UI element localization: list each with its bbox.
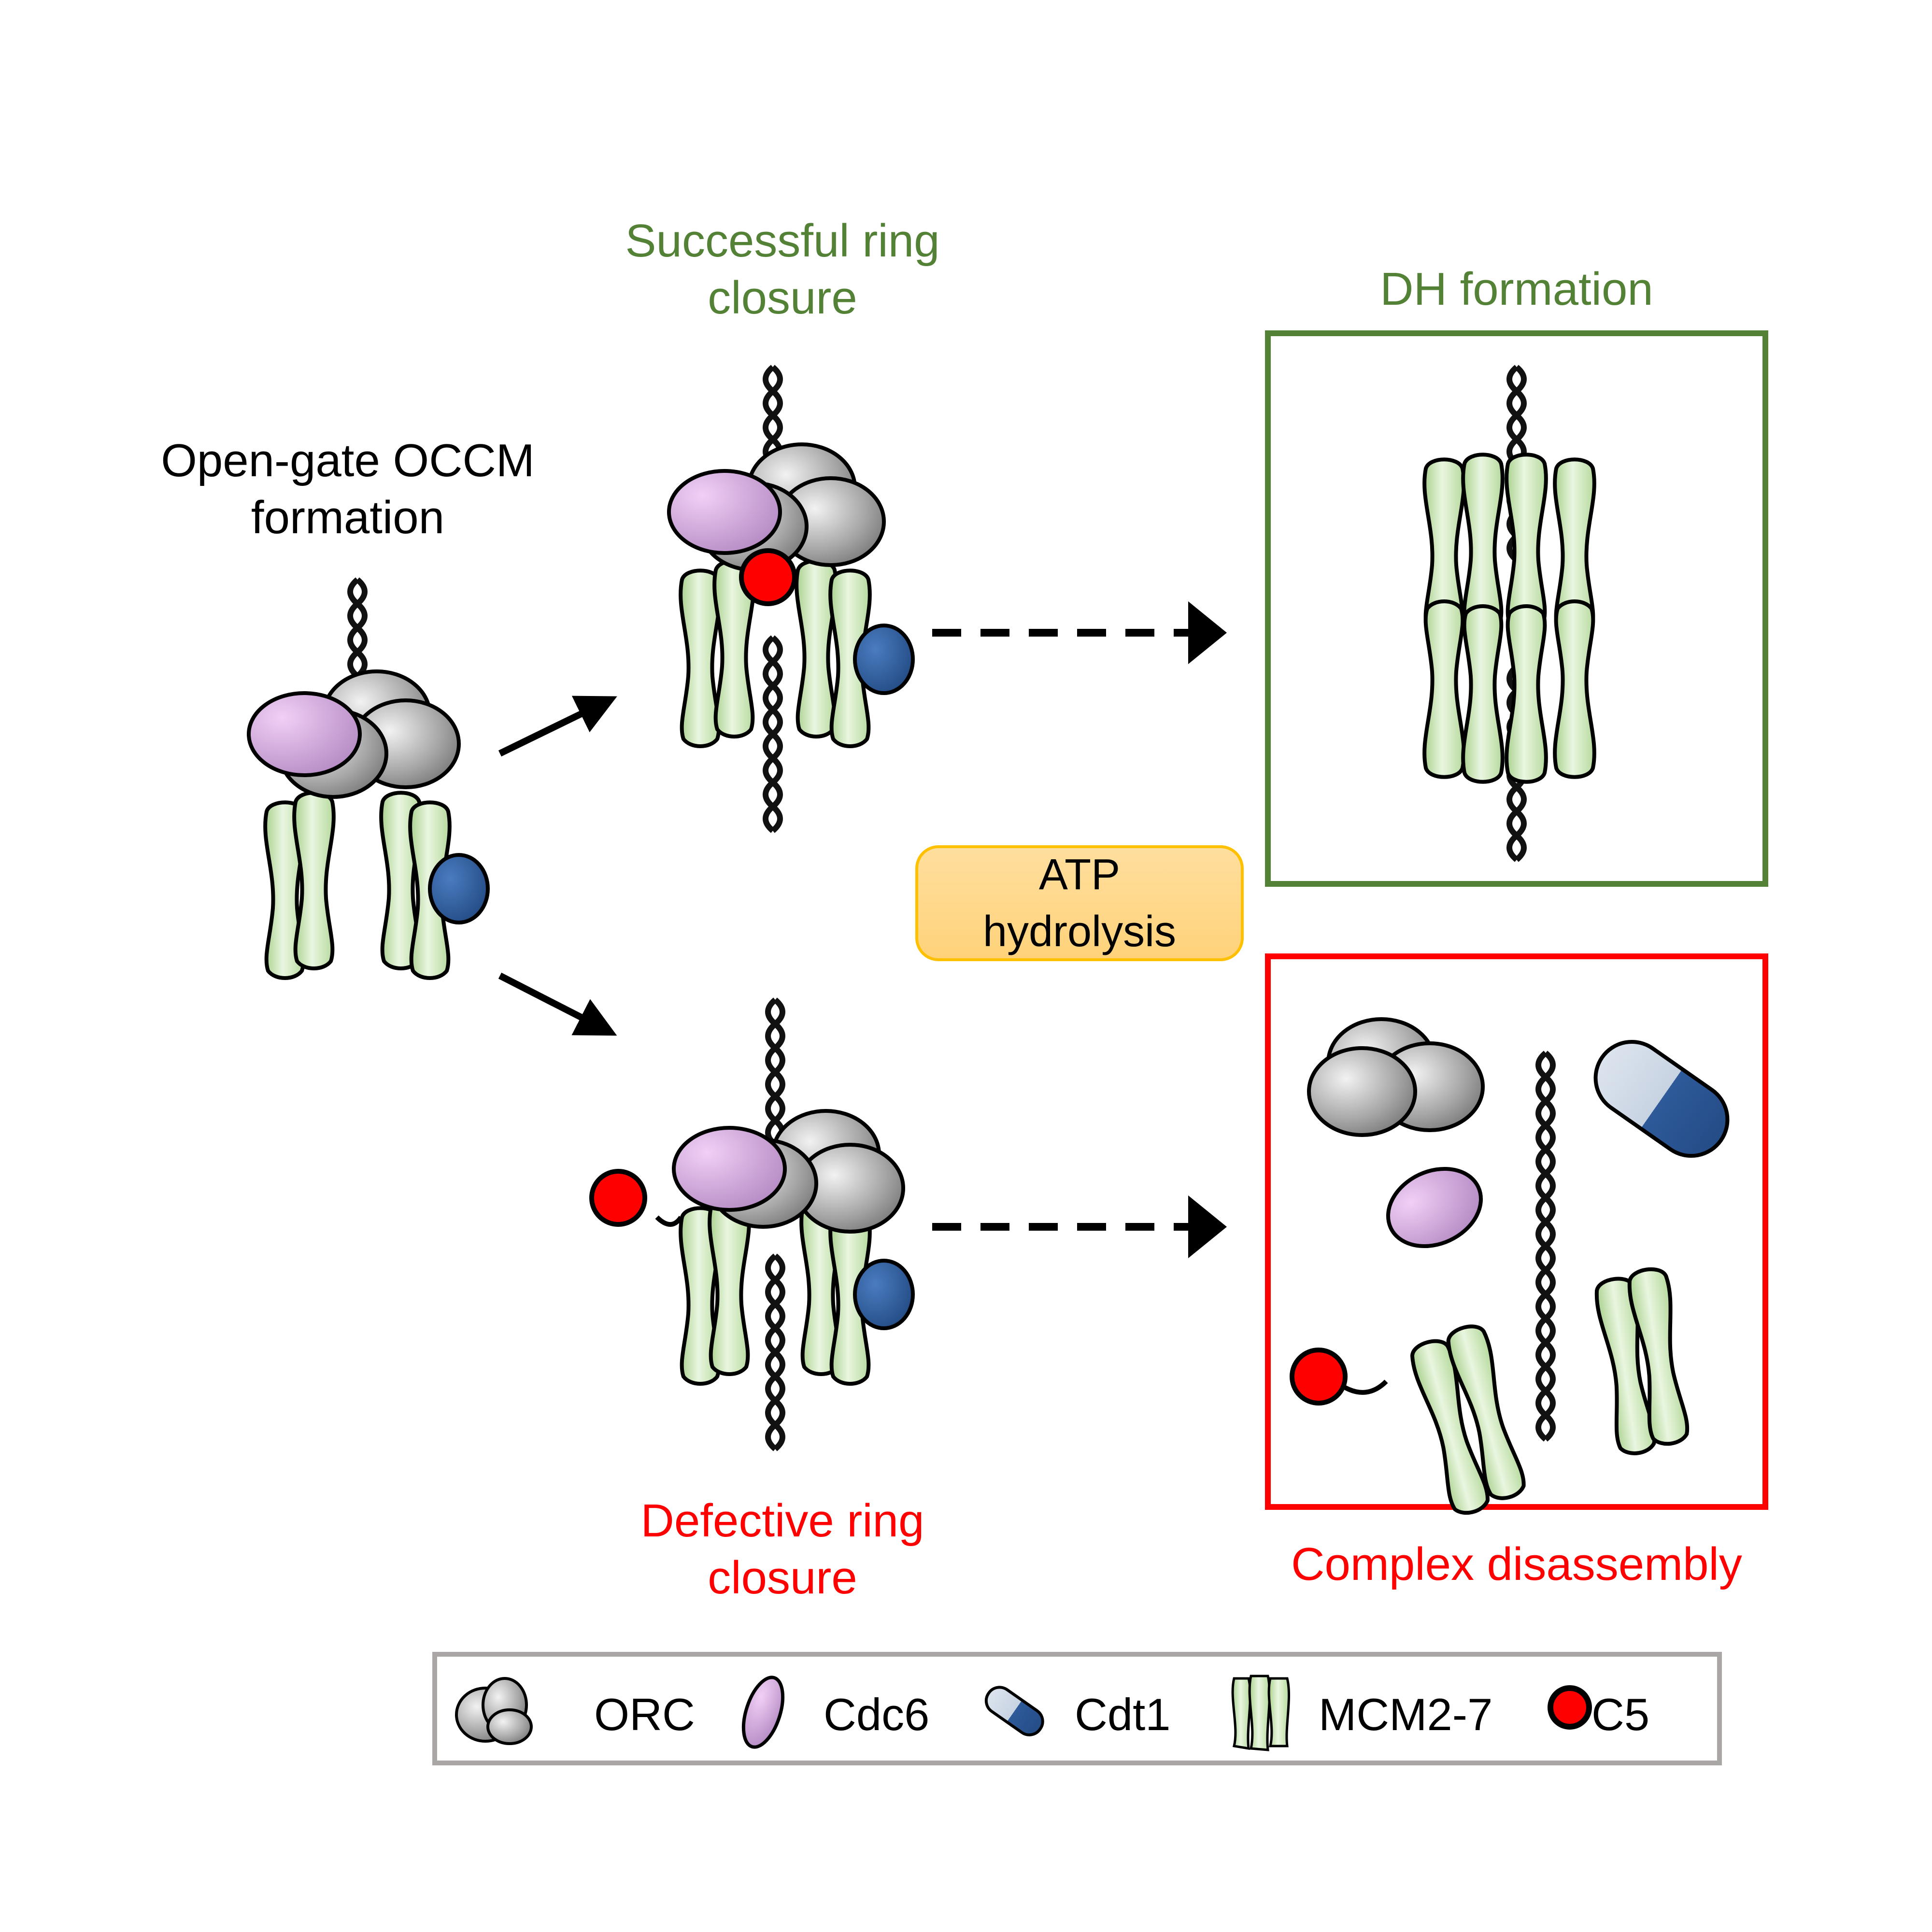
label-successful-closure: Successful ring closure — [625, 215, 940, 324]
atp-hydrolysis-label: ATP hydrolysis — [982, 851, 1177, 956]
c5-marker — [589, 1169, 647, 1227]
c5-icon — [1548, 1685, 1592, 1730]
cdt1-shape — [853, 624, 915, 695]
cdt1-shape — [1593, 1039, 1730, 1158]
cdc6-shape — [1386, 1166, 1483, 1249]
label-open-gate-occm: Open-gate OCCM formation — [161, 435, 535, 543]
orc-icon — [455, 1677, 533, 1745]
c5-marker — [1290, 1348, 1348, 1406]
mcm-ring — [265, 793, 450, 978]
label-dh-formation: DH formation — [1380, 263, 1653, 315]
legend-label-c5: C5 — [1591, 1689, 1650, 1740]
atp-hydrolysis-box: ATP hydrolysis — [915, 845, 1244, 961]
occm-complex — [247, 580, 490, 978]
legend-label-mcm2-7: MCM2-7 — [1319, 1689, 1493, 1740]
cdc6-icon — [741, 1676, 785, 1749]
cdt1-icon — [984, 1686, 1044, 1736]
legend-label-orc: ORC — [594, 1689, 695, 1740]
dna-helix — [766, 638, 780, 831]
defective-complex — [589, 1000, 915, 1449]
orc-shape — [1309, 1019, 1483, 1135]
cdc6-shape — [247, 691, 362, 777]
c5-marker — [739, 548, 797, 606]
label-defective-closure: Defective ring closure — [640, 1495, 924, 1604]
arrow-to-defective — [498, 972, 617, 1036]
arrow-to-success — [498, 696, 617, 757]
dh-formation-box — [1265, 330, 1768, 887]
cdc6-shape — [667, 469, 782, 555]
label-complex-disassembly: Complex disassembly — [1291, 1538, 1742, 1590]
mcm-fragment — [1593, 1267, 1691, 1456]
cdt1-shape — [853, 1259, 915, 1330]
dna-helix — [768, 1256, 782, 1449]
mcm-bottom-hexamer — [1424, 601, 1594, 782]
disassembled-parts — [1290, 1019, 1730, 1517]
dashed-arrow-head — [1188, 1195, 1227, 1258]
cdc6-shape — [672, 1126, 787, 1212]
disassembly-box — [1265, 953, 1768, 1510]
mcm-fragment — [1407, 1322, 1530, 1517]
double-hexamer — [1424, 367, 1594, 860]
dna-helix — [1538, 1246, 1553, 1439]
legend-label-cdc6: Cdc6 — [824, 1689, 930, 1740]
dashed-arrow-head — [1188, 601, 1227, 664]
legend: ORC Cdc6 Cdt1 MCM2-7 C5 — [432, 1652, 1722, 1765]
cdt1-shape — [428, 853, 490, 924]
successful-complex — [667, 367, 915, 831]
dna-helix — [1538, 1053, 1553, 1246]
legend-label-cdt1: Cdt1 — [1075, 1689, 1171, 1740]
mcm-icon — [1231, 1675, 1291, 1751]
